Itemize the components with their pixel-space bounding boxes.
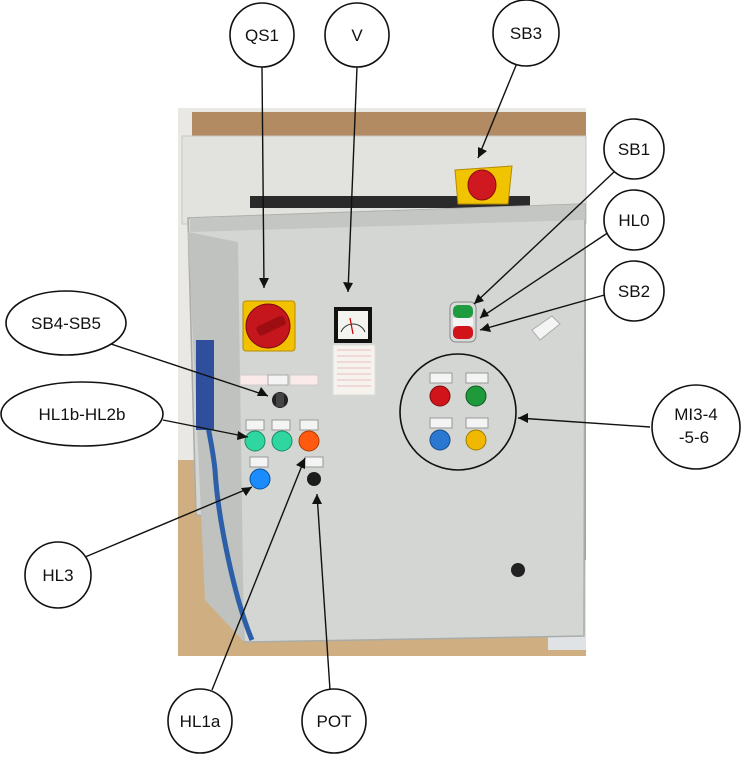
callout-hl0-label: HL0 bbox=[618, 211, 649, 230]
indicator-lamps bbox=[244, 419, 324, 490]
lamp-hl1a bbox=[298, 430, 320, 452]
lamp-hl2b bbox=[271, 430, 293, 452]
callout-sb4-sb5: SB4-SB5 bbox=[5, 290, 127, 356]
leader-sb3 bbox=[477, 62, 518, 159]
callout-hl1b-hl2b: HL1b-HL2b bbox=[0, 381, 164, 447]
wooden-top-shelf bbox=[192, 112, 586, 138]
selector-switch-sb4-sb5 bbox=[239, 374, 319, 408]
cabinet-photo bbox=[178, 108, 587, 656]
callout-v-label: V bbox=[351, 26, 363, 45]
callout-sb1: SB1 bbox=[603, 118, 665, 180]
callout-pot-label: POT bbox=[317, 712, 352, 731]
leader-pot bbox=[316, 493, 331, 691]
leader-lines bbox=[77, 62, 651, 691]
callout-sb1-label: SB1 bbox=[618, 140, 650, 159]
door-lock bbox=[511, 563, 525, 577]
leader-hl1b-hl2b bbox=[162, 419, 249, 438]
leader-qs1 bbox=[261, 66, 265, 289]
leader-sb4-sb5 bbox=[95, 338, 269, 397]
callout-hl3: HL3 bbox=[24, 541, 92, 609]
callout-hl1a: HL1a bbox=[167, 688, 233, 754]
leader-hl3 bbox=[77, 486, 253, 561]
callout-sb4-sb5-label: SB4-SB5 bbox=[31, 314, 101, 333]
leader-hl0 bbox=[479, 229, 613, 319]
callout-mi3-6: MI3-4 -5-6 bbox=[651, 384, 741, 470]
callout-hl1b-hl2b-label: HL1b-HL2b bbox=[39, 405, 126, 424]
mi3-group-highlight-circle bbox=[399, 353, 517, 471]
leader-sb2 bbox=[479, 293, 609, 331]
emergency-stop-sb3 bbox=[454, 165, 513, 205]
callout-mi3-label-line1: MI3-4 bbox=[674, 405, 717, 424]
leader-v bbox=[347, 66, 358, 293]
door-handle bbox=[531, 315, 561, 341]
callout-qs1: QS1 bbox=[229, 2, 295, 68]
callout-qs1-label: QS1 bbox=[245, 26, 279, 45]
cabinet-left-side bbox=[188, 232, 244, 642]
leader-hl1a bbox=[211, 457, 306, 691]
callout-sb2-label: SB2 bbox=[618, 282, 650, 301]
voltmeter-v bbox=[332, 307, 376, 396]
lamp-hl3 bbox=[249, 468, 271, 490]
callout-pot: POT bbox=[301, 688, 367, 754]
callout-hl1a-label: HL1a bbox=[180, 712, 221, 731]
motor-buttons-mi3-6 bbox=[429, 372, 489, 451]
leader-mi3 bbox=[517, 417, 651, 428]
cabinet-door-edge bbox=[190, 204, 585, 232]
callout-sb3: SB3 bbox=[492, 0, 560, 67]
callout-sb3-label: SB3 bbox=[510, 24, 542, 43]
start-stop-unit-sb1-sb2 bbox=[449, 301, 477, 343]
lamp-hl1b bbox=[244, 430, 266, 452]
callout-hl0: HL0 bbox=[603, 189, 665, 251]
potentiometer bbox=[307, 472, 321, 486]
callout-sb2: SB2 bbox=[603, 260, 665, 322]
cable-gland bbox=[196, 340, 214, 430]
callout-mi3-label-line2: -5-6 bbox=[679, 428, 709, 447]
leader-sb1 bbox=[473, 171, 615, 305]
callout-hl3-label: HL3 bbox=[42, 566, 73, 585]
main-isolator-qs1 bbox=[242, 300, 296, 352]
callout-v: V bbox=[324, 2, 390, 68]
